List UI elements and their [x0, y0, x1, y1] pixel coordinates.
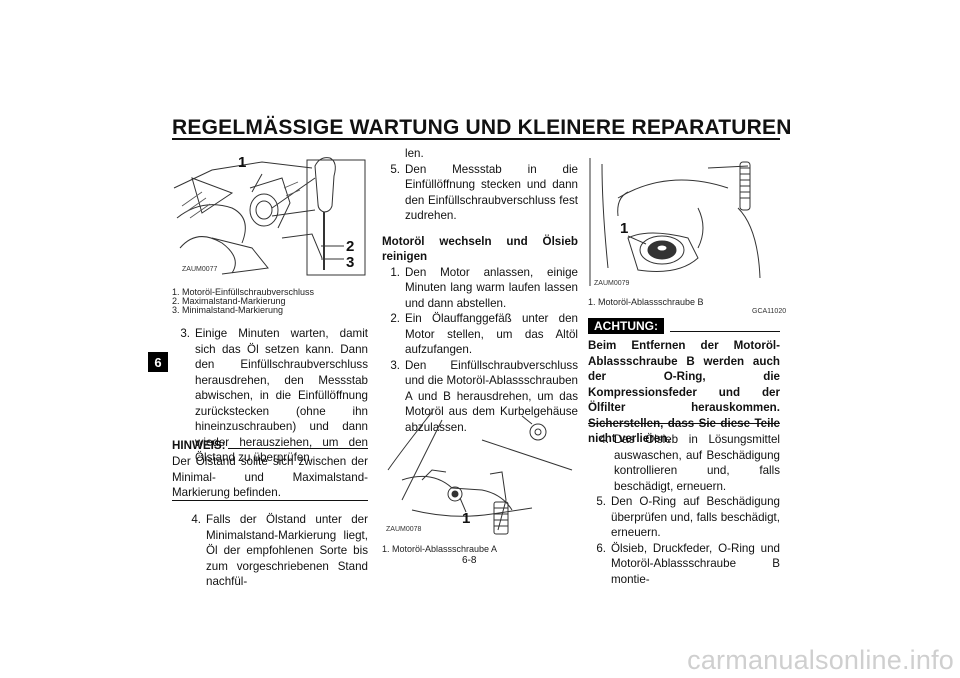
page-number: 6-8: [462, 555, 477, 566]
step-number: 4.: [599, 433, 609, 446]
figure-legend: 1. Motoröl-Ablassschraube B: [588, 297, 704, 307]
step-number: 5.: [596, 495, 606, 508]
section-heading: Motoröl wechseln und Ölsieb reinigen: [382, 234, 578, 264]
figure-drain-bolt-b: 1 ZAUM0079: [588, 148, 784, 290]
callout-1: 1: [620, 220, 629, 237]
note-end-rule: [172, 500, 368, 501]
drain-bolt-a-illustration: [387, 411, 573, 535]
caution-code: GCA11020: [752, 308, 787, 315]
step-text: Einige Minuten warten, damit sich das Öl…: [195, 327, 368, 464]
figure-legend-1: 1. Motoröl-Einfüllschraubverschluss: [172, 287, 315, 297]
step-3: 3. Einige Minuten warten, damit sich das…: [172, 326, 368, 466]
caution-header: ACHTUNG:: [588, 318, 780, 334]
caution-rule: [670, 330, 780, 332]
title-rule: [172, 138, 780, 140]
figure-dipstick: 1 2 3 ZAUM0077: [172, 148, 368, 278]
figure-legend-2: 2. Maximalstand-Markierung: [172, 296, 286, 306]
step-5-text: Den Messstab in die Einfüllöffnung steck…: [405, 162, 578, 223]
step-number: 1.: [390, 265, 400, 279]
note-rule: [228, 448, 368, 449]
note-text: Der Ölstand sollte sich zwischen der Min…: [172, 455, 368, 499]
continued-text: len.: [405, 147, 424, 160]
caution-text: Beim Entfernen der Motoröl-Ablassschraub…: [588, 339, 780, 445]
step-text: Den O-Ring auf Beschädigung überprüfen u…: [611, 495, 780, 539]
figure-id: ZAUM0077: [182, 266, 218, 273]
dipstick-illustration: [173, 157, 366, 276]
step-text: Ein Ölauffanggefäß unter den Motor stell…: [405, 312, 578, 356]
step-text: Den Einfüllschraubverschluss und die Mot…: [405, 358, 578, 434]
drain-bolt-b-illustration: [589, 158, 761, 286]
achtung-label: ACHTUNG:: [588, 318, 664, 334]
column-3-steps: 4. Das Ölsieb in Lösungsmittel auswasche…: [588, 432, 780, 587]
step-number: 4.: [191, 513, 201, 526]
step-text: Den Motor anlassen, einige Minuten lang …: [405, 265, 578, 310]
step-number: 5.: [390, 162, 400, 176]
caution-end-rule: [588, 423, 780, 424]
figure-id: ZAUM0078: [386, 526, 422, 533]
step-number: 2.: [390, 312, 400, 325]
note-header: HINWEIS:: [172, 439, 368, 452]
step-text: Ölsieb, Druckfeder, O-Ring und Motoröl-A…: [611, 541, 780, 586]
figure-legend: 1. Motoröl-Ablassschraube A: [382, 544, 498, 554]
figure-legend-3: 3. Minimalstand-Markierung: [172, 305, 284, 315]
note-label: HINWEIS:: [172, 439, 226, 452]
callout-1: 1: [238, 154, 247, 171]
figure-id: ZAUM0079: [594, 280, 630, 287]
step-number: 3.: [180, 327, 190, 340]
chapter-tab: 6: [148, 352, 168, 372]
watermark: carmanualsonline.info: [687, 645, 954, 675]
step-number: 3.: [390, 358, 400, 372]
callout-3: 3: [346, 254, 355, 271]
step-number: 6.: [596, 541, 606, 555]
step-text: Das Ölsieb in Lösungsmittel auswaschen, …: [614, 433, 780, 493]
step-4-top: 4. Falls der Ölstand unter der Minimalst…: [172, 512, 368, 590]
callout-1: 1: [462, 510, 471, 527]
callout-2: 2: [346, 238, 355, 255]
figure-drain-bolt-a: 1 ZAUM0078: [382, 410, 578, 536]
column-2-text: len. 5. Den Messstab in die Einfüllöffnu…: [382, 146, 578, 435]
page-title: REGELMÄSSIGE WARTUNG UND KLEINERE REPARA…: [172, 116, 792, 139]
step-text: Falls der Ölstand unter der Minimalstand…: [206, 513, 368, 588]
